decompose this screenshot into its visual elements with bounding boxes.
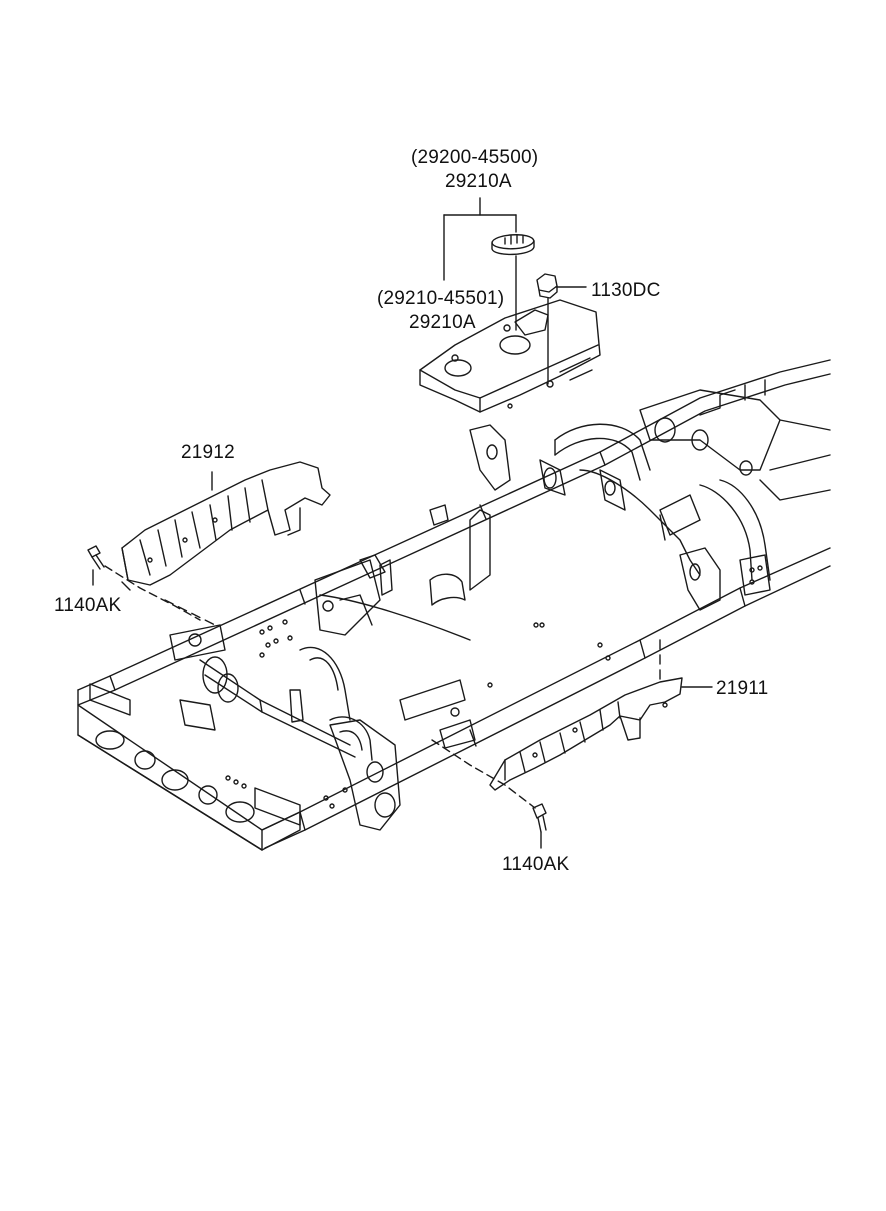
right-guard-ref: 21911 [716, 678, 769, 699]
nut-ref: 1130DC [591, 280, 661, 301]
front-crossmember [77, 683, 348, 851]
rear-right-hanger [487, 547, 721, 688]
left-guard-ref: 21912 [181, 442, 235, 463]
cover-assembly-drawing [419, 197, 601, 413]
cover-assembly-part-number: (29200-45500) [411, 147, 539, 168]
right-bolt-drawing [431, 739, 547, 849]
cover-lower-part-number: (29210-45501) [377, 288, 505, 309]
left-bolt-ref: 1140AK [54, 595, 122, 616]
right-bolt-ref: 1140AK [502, 854, 570, 875]
cover-lower-ref: 29210A [409, 312, 476, 333]
right-guard-drawing [489, 677, 713, 791]
alignment-lines [164, 599, 661, 683]
left-bolt-drawing [87, 545, 201, 621]
cover-assembly-ref: 29210A [445, 171, 512, 192]
frame-rail-brackets [359, 424, 511, 596]
frame-left-rail [77, 359, 831, 706]
middle-crossmember [319, 509, 545, 641]
front-right-bracket [329, 679, 476, 831]
front-suspension [169, 624, 373, 761]
left-guard-drawing [121, 461, 331, 586]
rear-crossmember [539, 379, 831, 596]
front-left-hanger [259, 559, 381, 658]
